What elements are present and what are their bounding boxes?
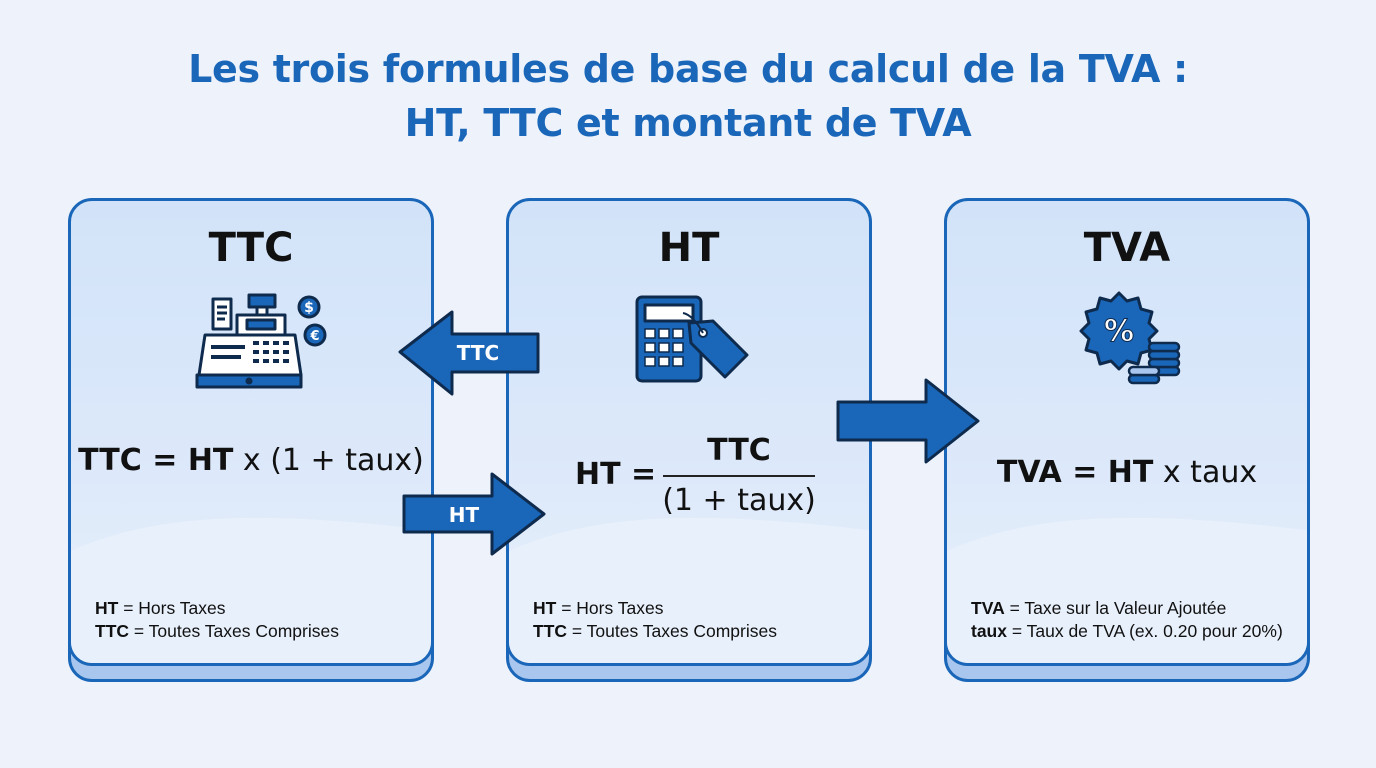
legend-term: taux xyxy=(971,621,1007,641)
formula-tva: TVA = HT x taux xyxy=(947,455,1307,490)
legend-item: TTC = Toutes Taxes Comprises xyxy=(533,620,777,643)
legend-ttc: HT = Hors Taxes TTC = Toutes Taxes Compr… xyxy=(95,597,339,643)
wave-decoration xyxy=(509,517,869,663)
svg-text:€: € xyxy=(309,329,319,344)
legend-term: HT xyxy=(95,598,119,618)
card-ttc: TTC $ € xyxy=(68,198,434,682)
arrow-to-tva xyxy=(836,378,980,464)
svg-text:%: % xyxy=(1104,314,1134,349)
legend-term: TVA xyxy=(971,598,1005,618)
legend-ht: HT = Hors Taxes TTC = Toutes Taxes Compr… xyxy=(533,597,777,643)
legend-definition: = Taux de TVA (ex. 0.20 pour 20%) xyxy=(1006,621,1283,641)
arrow-to-ht-label: HT xyxy=(449,503,480,527)
card-ttc-heading: TTC xyxy=(208,225,294,271)
formula-ttc: TTC = HT x (1 + taux) xyxy=(71,443,431,478)
cash-register-icon: $ € xyxy=(195,293,327,389)
formula-tva-rhs: x taux xyxy=(1153,455,1258,490)
legend-definition: = Hors Taxes xyxy=(118,598,226,618)
legend-definition: = Taxe sur la Valeur Ajoutée xyxy=(1004,598,1227,618)
legend-definition: = Hors Taxes xyxy=(556,598,664,618)
legend-item: taux = Taux de TVA (ex. 0.20 pour 20%) xyxy=(971,620,1283,643)
arrow-to-ttc-label: TTC xyxy=(457,341,499,365)
legend-definition: = Toutes Taxes Comprises xyxy=(129,621,339,641)
formula-ht-lhs: HT = xyxy=(575,457,657,492)
formula-ttc-rhs: x (1 + taux) xyxy=(233,443,424,478)
calculator-price-tag-icon xyxy=(635,295,749,383)
formula-tva-lhs: TVA = HT xyxy=(996,455,1154,490)
legend-term: TTC xyxy=(95,621,130,641)
title-line-2: HT, TTC et montant de TVA xyxy=(404,101,972,145)
fraction-numerator: TTC xyxy=(707,433,771,468)
legend-term: HT xyxy=(533,598,557,618)
formula-ht-lhs-wrap: HT = xyxy=(575,457,656,492)
fraction-denominator: (1 + taux) xyxy=(662,483,816,518)
wave-decoration xyxy=(71,517,431,663)
arrow-to-ttc: TTC xyxy=(398,310,540,396)
fraction-bar xyxy=(663,475,815,477)
formula-ttc-lhs: TTC = HT xyxy=(78,443,234,478)
percent-badge-coins-icon: % xyxy=(1079,291,1181,385)
wave-decoration xyxy=(947,517,1307,663)
formula-ht-fraction: TTC (1 + taux) xyxy=(662,433,816,523)
page-title: Les trois formules de base du calcul de … xyxy=(0,42,1376,150)
legend-tva: TVA = Taxe sur la Valeur Ajoutée taux = … xyxy=(971,597,1283,643)
card-ht-heading: HT xyxy=(658,225,720,271)
card-tva-heading: TVA xyxy=(1083,225,1171,271)
legend-term: TTC xyxy=(533,621,568,641)
legend-item: HT = Hors Taxes xyxy=(533,597,777,620)
card-ht: HT HT = TTC (1 + taux) HT = Hors Taxes xyxy=(506,198,872,682)
svg-text:$: $ xyxy=(304,300,314,316)
legend-definition: = Toutes Taxes Comprises xyxy=(567,621,777,641)
legend-item: TTC = Toutes Taxes Comprises xyxy=(95,620,339,643)
legend-item: TVA = Taxe sur la Valeur Ajoutée xyxy=(971,597,1283,620)
legend-item: HT = Hors Taxes xyxy=(95,597,339,620)
arrow-to-ht: HT xyxy=(402,472,546,556)
card-tva: TVA % TVA = HT x taux TVA = Taxe sur la … xyxy=(944,198,1310,682)
title-line-1: Les trois formules de base du calcul de … xyxy=(188,47,1188,91)
